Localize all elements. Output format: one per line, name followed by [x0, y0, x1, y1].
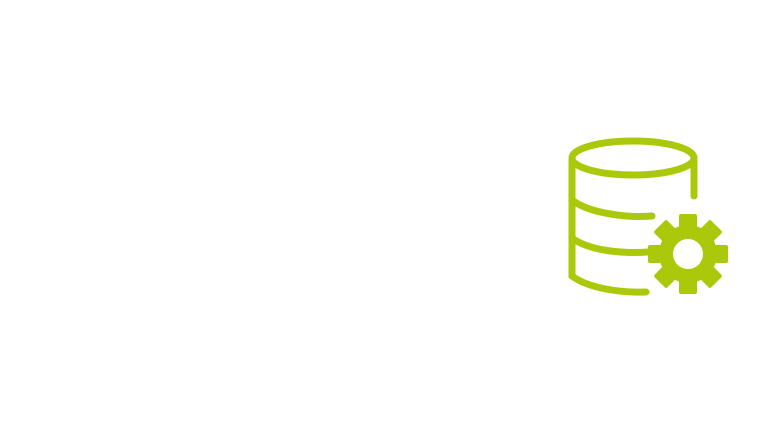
- gear-icon: [648, 214, 728, 294]
- database-icon: [568, 137, 698, 296]
- database-settings-icon: [560, 128, 736, 304]
